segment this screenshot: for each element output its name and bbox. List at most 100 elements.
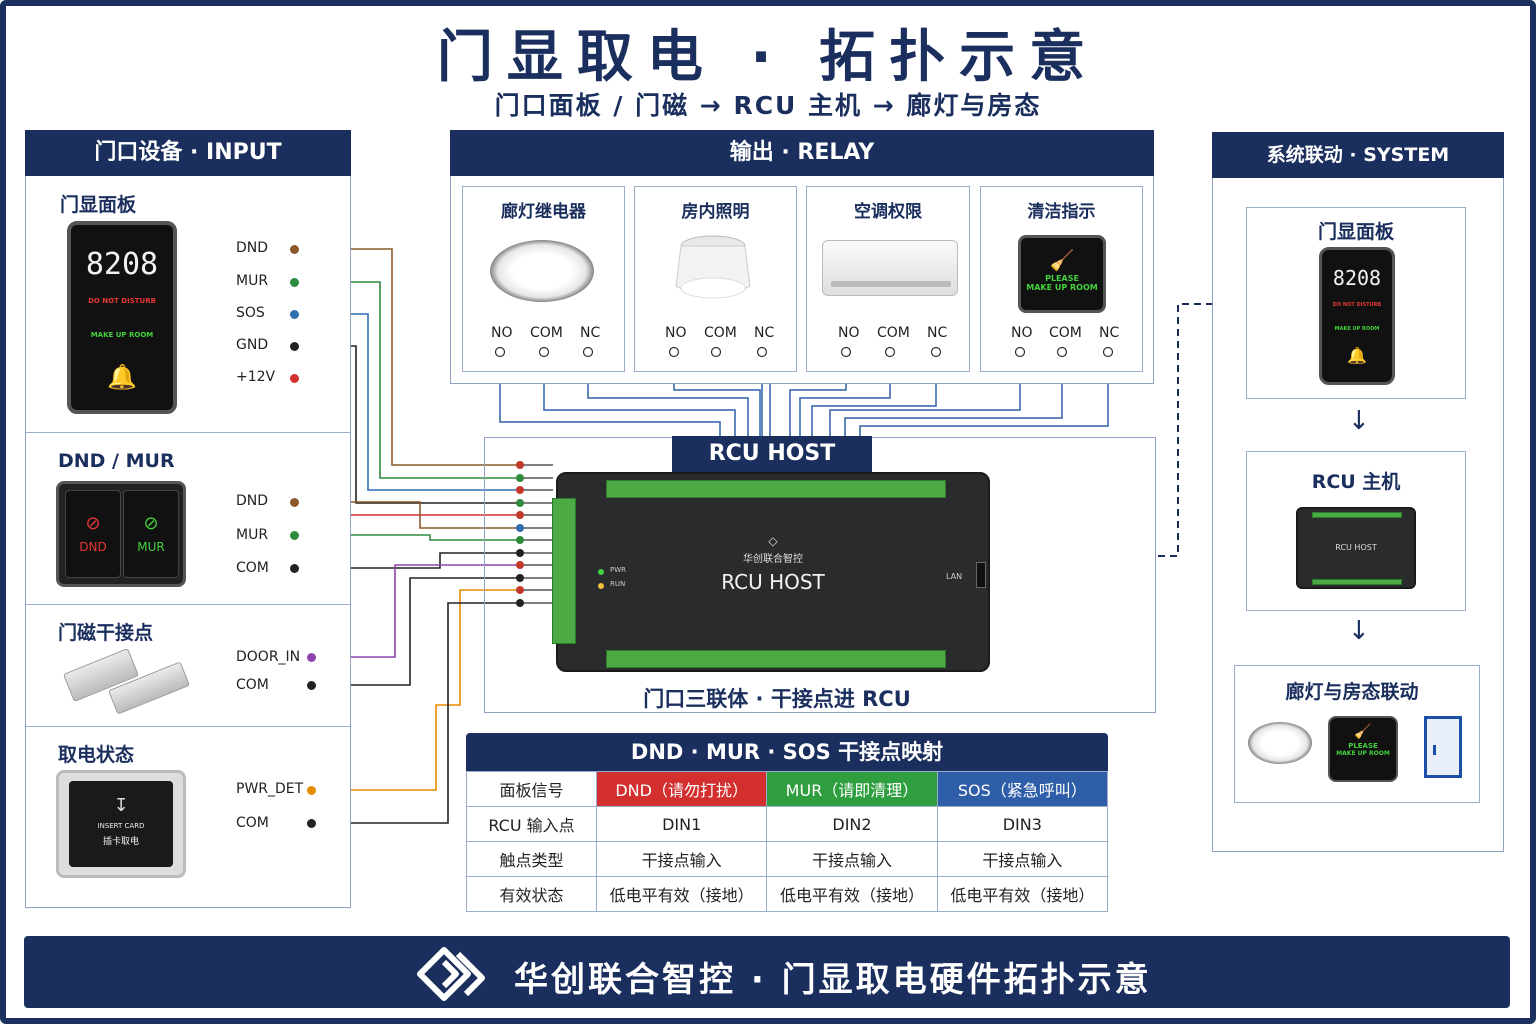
terminal-dot bbox=[290, 310, 299, 319]
table-cell: RCU 输入点 bbox=[466, 806, 597, 842]
relay-title-cleaning: 清洁指示 bbox=[1027, 202, 1096, 222]
power-title: 取电状态 bbox=[58, 744, 135, 766]
mur-key-icon: ⊘ bbox=[143, 513, 159, 534]
table-header-cell-dnd: DND（请勿打扰） bbox=[595, 771, 768, 807]
table-cell: 低电平有效（接地） bbox=[936, 876, 1109, 912]
cleaning-sign-icon: 🧹 PLEASE MAKE UP ROOM bbox=[1018, 235, 1106, 313]
mini-terminal-top bbox=[1312, 512, 1402, 518]
table-header-cell-sos: SOS（紧急呼叫） bbox=[936, 771, 1109, 807]
terminal-12v: +12V bbox=[236, 369, 276, 385]
rcu-caption: 门口三联体 · 干接点进 RCU bbox=[643, 687, 911, 711]
wire-mur-switch bbox=[295, 534, 520, 541]
table-cell: 低电平有效（接地） bbox=[595, 876, 768, 912]
cleaning-sign-line1: PLEASE bbox=[1045, 274, 1079, 283]
arrow-down-icon: ↓ bbox=[1348, 616, 1370, 646]
terminal-dnd: DND bbox=[236, 240, 269, 256]
table-cell: 有效状态 bbox=[466, 876, 597, 912]
arrow-down-icon: ↓ bbox=[1348, 406, 1370, 436]
terminal-dot bbox=[290, 531, 299, 540]
link-rcu-system bbox=[1158, 303, 1240, 557]
terminal-com: COM bbox=[1049, 325, 1082, 341]
wire-door-in bbox=[312, 564, 520, 658]
table-row: 触点类型 干接点输入 干接点输入 干接点输入 bbox=[466, 841, 1109, 877]
terminal-dot bbox=[307, 819, 316, 828]
door-contact-title: 门磁干接点 bbox=[58, 622, 154, 644]
terminal-mur: MUR bbox=[236, 273, 269, 289]
terminal-gnd: GND bbox=[236, 337, 269, 353]
table-cell: 低电平有效（接地） bbox=[766, 876, 938, 912]
page-subtitle: 门口面板 / 门磁 → RCU 主机 → 廊灯与房态 bbox=[494, 91, 1042, 120]
table-row: RCU 输入点 DIN1 DIN2 DIN3 bbox=[466, 806, 1109, 842]
terminal-com: COM bbox=[877, 325, 910, 341]
mapping-table-header: DND · MUR · SOS 干接点映射 bbox=[466, 733, 1108, 771]
terminal-dnd: DND bbox=[236, 493, 269, 509]
table-row: 有效状态 低电平有效（接地） 低电平有效（接地） 低电平有效（接地） bbox=[466, 876, 1109, 912]
system-rcu-device: RCU HOST bbox=[1296, 507, 1416, 589]
dnd-key: ⊘ DND bbox=[65, 490, 121, 578]
dnd-mur-switch: ⊘ DND ⊘ MUR bbox=[56, 481, 186, 587]
table-cell: DIN3 bbox=[936, 806, 1109, 842]
terminal-no: NO bbox=[491, 325, 513, 341]
terminal-sos: SOS bbox=[236, 305, 265, 321]
terminal-dot bbox=[290, 498, 299, 507]
input-panel-header: 门口设备 · INPUT bbox=[25, 130, 351, 176]
terminal-com: COM bbox=[236, 815, 269, 831]
ceiling-lamp-icon bbox=[490, 240, 594, 302]
terminal-com: COM bbox=[236, 677, 269, 693]
relay-panel-header: 输出 · RELAY bbox=[450, 130, 1154, 176]
dnd-key-label: DND bbox=[79, 540, 107, 554]
ac-vent bbox=[831, 281, 951, 287]
worker-icon: 🧹 bbox=[1049, 248, 1075, 272]
terminal-block-top bbox=[606, 480, 946, 498]
bell-icon: 🔔 bbox=[1347, 346, 1367, 365]
terminal-com: COM bbox=[704, 325, 737, 341]
terminal-no: NO bbox=[838, 325, 860, 341]
system-rcu-label: RCU HOST bbox=[1335, 543, 1377, 552]
door-handle bbox=[1433, 745, 1436, 755]
card-arrow-icon: ↧ bbox=[113, 795, 129, 816]
terminal-com: COM bbox=[236, 560, 269, 576]
relay-title-ac: 空调权限 bbox=[854, 202, 922, 222]
system-panel-header: 系统联动 · SYSTEM bbox=[1212, 132, 1504, 178]
system-dnd-indicator: DO NOT DISTURB bbox=[1332, 302, 1382, 308]
run-label: RUN bbox=[610, 580, 626, 588]
system-box1-title: 门显面板 bbox=[1317, 221, 1394, 243]
system-sign-line1: PLEASE bbox=[1348, 742, 1378, 750]
terminal-dot bbox=[290, 342, 299, 351]
lan-label: LAN bbox=[946, 572, 963, 581]
mini-terminal-bottom bbox=[1312, 579, 1402, 585]
dnd-key-icon: ⊘ bbox=[85, 513, 101, 534]
table-cell: DIN1 bbox=[595, 806, 768, 842]
card-line2: 插卡取电 bbox=[102, 837, 139, 847]
terminal-door-in: DOOR_IN bbox=[236, 649, 301, 665]
table-header-cell: 面板信号 bbox=[466, 771, 597, 807]
door-panel-title: 门显面板 bbox=[60, 194, 137, 216]
terminal-nc: NC bbox=[1099, 325, 1120, 341]
wire-door-com bbox=[312, 577, 520, 686]
system-box2-title: RCU 主机 bbox=[1311, 471, 1401, 493]
brand-logo-icon: ◇ bbox=[768, 534, 778, 548]
worker-icon: 🧹 bbox=[1354, 724, 1372, 740]
mur-key: ⊘ MUR bbox=[123, 490, 179, 578]
wire-com-switch bbox=[295, 552, 520, 569]
cleaning-sign-line2: MAKE UP ROOM bbox=[1026, 283, 1098, 292]
terminal-no: NO bbox=[1011, 325, 1033, 341]
table-cell: 干接点输入 bbox=[766, 841, 938, 877]
mapping-table: 面板信号 DND（请勿打扰） MUR（请即清理） SOS（紧急呼叫） RCU 输… bbox=[466, 771, 1109, 912]
door-number: 8208 bbox=[85, 247, 159, 282]
brand-logo-icon bbox=[417, 947, 485, 1001]
card-line1: INSERT CARD bbox=[97, 822, 145, 830]
pwr-led bbox=[598, 569, 604, 575]
dnd-indicator: DO NOT DISTURB bbox=[88, 297, 156, 305]
card-slot: ↧ INSERT CARD 插卡取电 bbox=[69, 781, 173, 867]
page-title: 门显取电 · 拓扑示意 bbox=[436, 25, 1100, 90]
pwr-label: PWR bbox=[610, 566, 627, 574]
table-cell: 干接点输入 bbox=[936, 841, 1109, 877]
terminal-no: NO bbox=[665, 325, 687, 341]
dnd-mur-title: DND / MUR bbox=[58, 450, 175, 472]
ceiling-lamp-icon bbox=[1248, 722, 1312, 764]
terminal-nc: NC bbox=[580, 325, 601, 341]
terminal-block-bottom bbox=[606, 650, 946, 668]
